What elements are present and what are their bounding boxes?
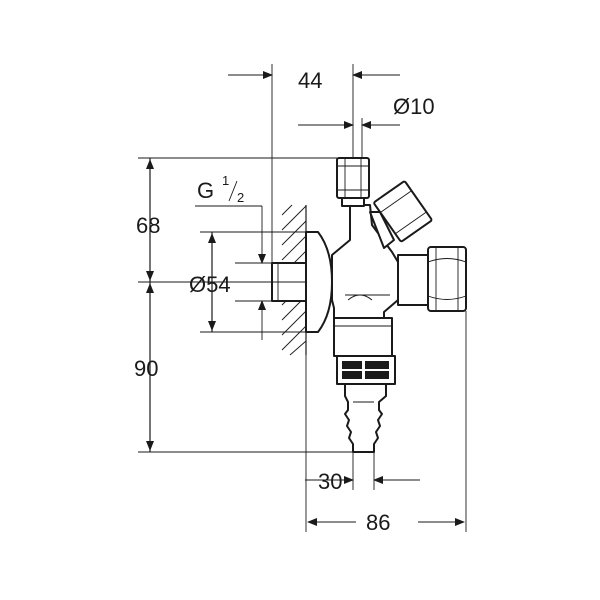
dim-30-label: 30 (318, 469, 342, 494)
dim-thread-fraction-bar (228, 180, 238, 202)
dim-dia10-label: Ø10 (393, 94, 435, 119)
dim-68-label: 68 (136, 213, 160, 238)
dim-86-label: 86 (366, 510, 390, 535)
dim-90-label: 90 (134, 356, 158, 381)
dim-thread-numerator: 1 (222, 173, 229, 188)
dim-thread-g-label: G (197, 178, 214, 203)
dim-44-label: 44 (298, 68, 322, 93)
dim-dia54-label: Ø54 (189, 272, 231, 297)
dim-thread-denominator: 2 (237, 190, 244, 205)
dimension-lines (138, 64, 467, 532)
valve-body (271, 157, 467, 453)
